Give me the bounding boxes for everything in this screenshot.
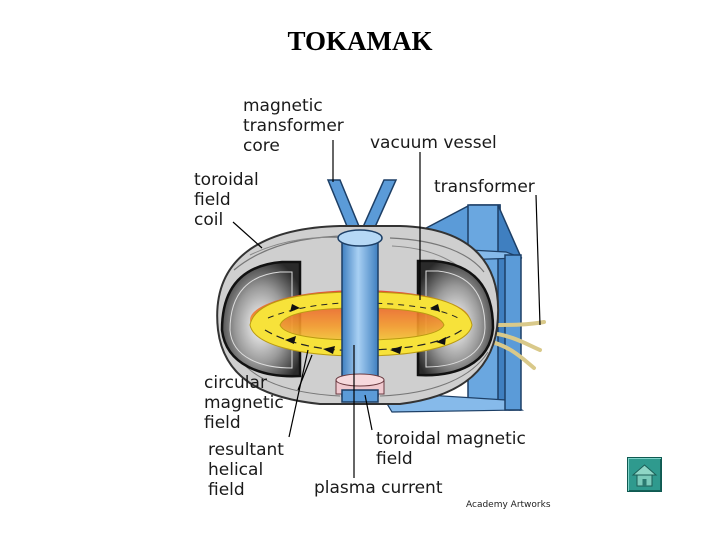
transformer-core-arms xyxy=(326,179,398,237)
label-resultant-helical-field: resultant helical field xyxy=(208,440,284,500)
label-plasma-current: plasma current xyxy=(314,478,443,498)
label-transformer: transformer xyxy=(434,177,535,197)
label-circular-magnetic-field: circular magnetic field xyxy=(204,373,284,433)
home-icon xyxy=(631,464,658,487)
credit-text: Academy Artworks xyxy=(466,500,551,510)
label-magnetic-transformer-core: magnetic transformer core xyxy=(243,96,344,156)
page-title: TOKAMAK xyxy=(287,26,433,56)
home-button[interactable] xyxy=(627,457,662,492)
leader-lines xyxy=(232,140,541,478)
label-vacuum-vessel: vacuum vessel xyxy=(370,133,497,153)
label-toroidal-field-coil: toroidal field coil xyxy=(194,170,259,230)
central-column xyxy=(335,229,385,403)
label-toroidal-magnetic-field: toroidal magnetic field xyxy=(376,429,526,469)
